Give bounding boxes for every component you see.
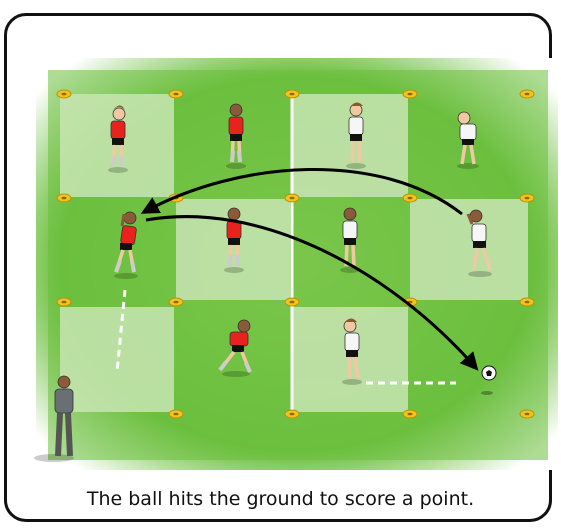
- cone-icon: [285, 90, 299, 98]
- cone-icon: [403, 410, 417, 418]
- cone-icon: [57, 298, 71, 306]
- cone-icon: [57, 194, 71, 202]
- cone-icon: [403, 90, 417, 98]
- cone-icon: [285, 194, 299, 202]
- zone: [60, 307, 174, 412]
- caption: The ball hits the ground to score a poin…: [0, 488, 561, 510]
- cone-icon: [285, 298, 299, 306]
- cone-icon: [169, 298, 183, 306]
- cone-icon: [285, 410, 299, 418]
- cone-icon: [520, 194, 534, 202]
- cone-icon: [520, 410, 534, 418]
- cone-icon: [169, 410, 183, 418]
- cone-icon: [169, 90, 183, 98]
- cone-icon: [403, 194, 417, 202]
- cone-icon: [520, 298, 534, 306]
- cone-icon: [520, 90, 534, 98]
- cone-icon: [57, 90, 71, 98]
